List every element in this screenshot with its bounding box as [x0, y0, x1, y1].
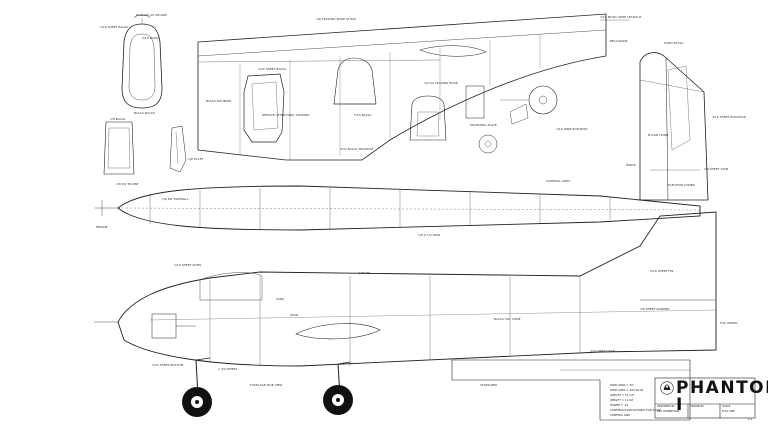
stabilizer-elevator — [639, 52, 709, 201]
cell-label: DESIGNED BY — [657, 405, 675, 408]
label-trailing-edge: 1/8 TRAILING EDGE STOCK — [316, 17, 357, 21]
spec-line: POWER = .15 — [610, 403, 629, 407]
label-rudder-sheet: 1/8 SHEET RUDDER — [640, 307, 670, 311]
label-hard-balsa: HARD BALSA — [664, 41, 684, 45]
label-cockpit: CANOPY — [358, 271, 371, 275]
fuselage-formers — [243, 57, 447, 143]
label-hollow-block: HOLLOW AS SHOWN — [136, 13, 167, 17]
title-block-frame — [654, 377, 756, 419]
label-gear: GEAR — [290, 313, 299, 317]
wheel-left — [182, 387, 212, 417]
spec-line: WING AREA = 160 SQ IN — [610, 388, 644, 392]
label-wing-tip: 1/8 BALSA — [110, 117, 126, 121]
label-side-sheet: 1/16 SHEET SIDES — [174, 263, 202, 267]
label-elevator-joiner: ELEVATOR JOINER — [668, 183, 695, 187]
label-pushrod: 1/16 WIRE PUSHROD — [556, 127, 588, 131]
label-wire-gear: 3/32 WIRE GEAR — [590, 349, 615, 353]
cell-value: BILL ROBERTSON — [657, 410, 680, 413]
cell-value: FULL SIZE — [722, 410, 735, 413]
cell-label: SCALE — [722, 405, 731, 408]
label-balsa-rib: 1/16 BALSA — [354, 113, 372, 117]
label-firewall: 1/8 PLY FIREWALL — [162, 197, 189, 201]
label-top-balsa: 3/16 BALSA — [142, 36, 160, 40]
mounting-plate — [465, 85, 558, 154]
label-fin: 3/16 SHEET FIN — [650, 269, 674, 273]
spec-line: CONSTRUCTION SUITABLE FOR SCALE — [610, 408, 662, 412]
wheel-right — [323, 385, 353, 415]
wing-planform — [197, 13, 630, 161]
fuselage-top-view — [95, 185, 701, 231]
label-tank: TANK — [276, 297, 284, 301]
label-stabilizer: STABILIZER — [480, 383, 498, 387]
label-wing-rib: 3/32 BALSA TRIANGLE — [340, 147, 374, 151]
label-stab: 1/8 SHEET STAB — [704, 167, 729, 171]
model-title: PHANTOM I — [676, 378, 768, 415]
spec-line: WEIGHT = 11 OZ — [610, 398, 634, 402]
label-ply-mount: 1/8 PLY MOUNT — [116, 182, 139, 186]
label-horn: NYLON HORN — [648, 133, 669, 137]
tail-detail-bottom — [451, 359, 691, 421]
cell-label: DRAWN BY — [690, 405, 704, 408]
canopy-detail-top — [121, 14, 163, 109]
page-number: 1-2 — [748, 418, 753, 421]
label-tail-cone: BALSA TAIL CONE — [494, 317, 521, 321]
label-hinge: HINGE — [626, 163, 636, 167]
label-wheel: 1 3/4 WHEEL — [218, 367, 238, 371]
label-fuselage-side: FUSELAGE SIDE VIEW — [250, 383, 283, 387]
label-elevator: 3/16 SHEET ELEVATOR — [712, 115, 746, 119]
label-lines: CONTROL LINES — [546, 179, 571, 183]
label-engine: ENGINE — [96, 225, 108, 229]
label-bellcrank: BELLCRANK — [610, 39, 628, 43]
label-balsa-block: BALSA BLOCK — [134, 111, 155, 115]
label-leading-edge: 1/4 SQ LEADING EDGE — [424, 81, 458, 85]
label-sheet-balsa-top: 1/16 SHEET BALSA — [100, 25, 129, 29]
label-remove-after: REMOVE AFTER FINAL SHAPING — [262, 113, 310, 117]
label-tailwheel: TAIL WHEEL — [720, 321, 738, 325]
spec-line: CONTROL LINE — [610, 413, 630, 417]
label-mount-plate: MOUNTING PLATE — [470, 123, 497, 127]
spec-line: LENGTH = 31 1/4" — [610, 393, 635, 397]
label-wire-lead: 1/16 MUSIC WIRE LEADOUT — [600, 15, 642, 19]
label-balsa-doubler: BALSA DOUBLER — [206, 99, 232, 103]
fuselage-side-view — [94, 211, 717, 367]
label-bottom: 3/32 SHEET BOTTOM — [152, 363, 184, 367]
label-fillet: 1/8 FILLET — [188, 157, 204, 161]
label-sheet-balsa-rib: 3/32 SHEET BALSA — [258, 67, 287, 71]
small-parts-left — [103, 121, 187, 175]
label-wing-spar: 1/8 X 1/4 SPAR — [418, 233, 441, 237]
logo-seal-icon — [660, 381, 674, 395]
spec-line: WING SPAN = 30" — [610, 383, 635, 387]
